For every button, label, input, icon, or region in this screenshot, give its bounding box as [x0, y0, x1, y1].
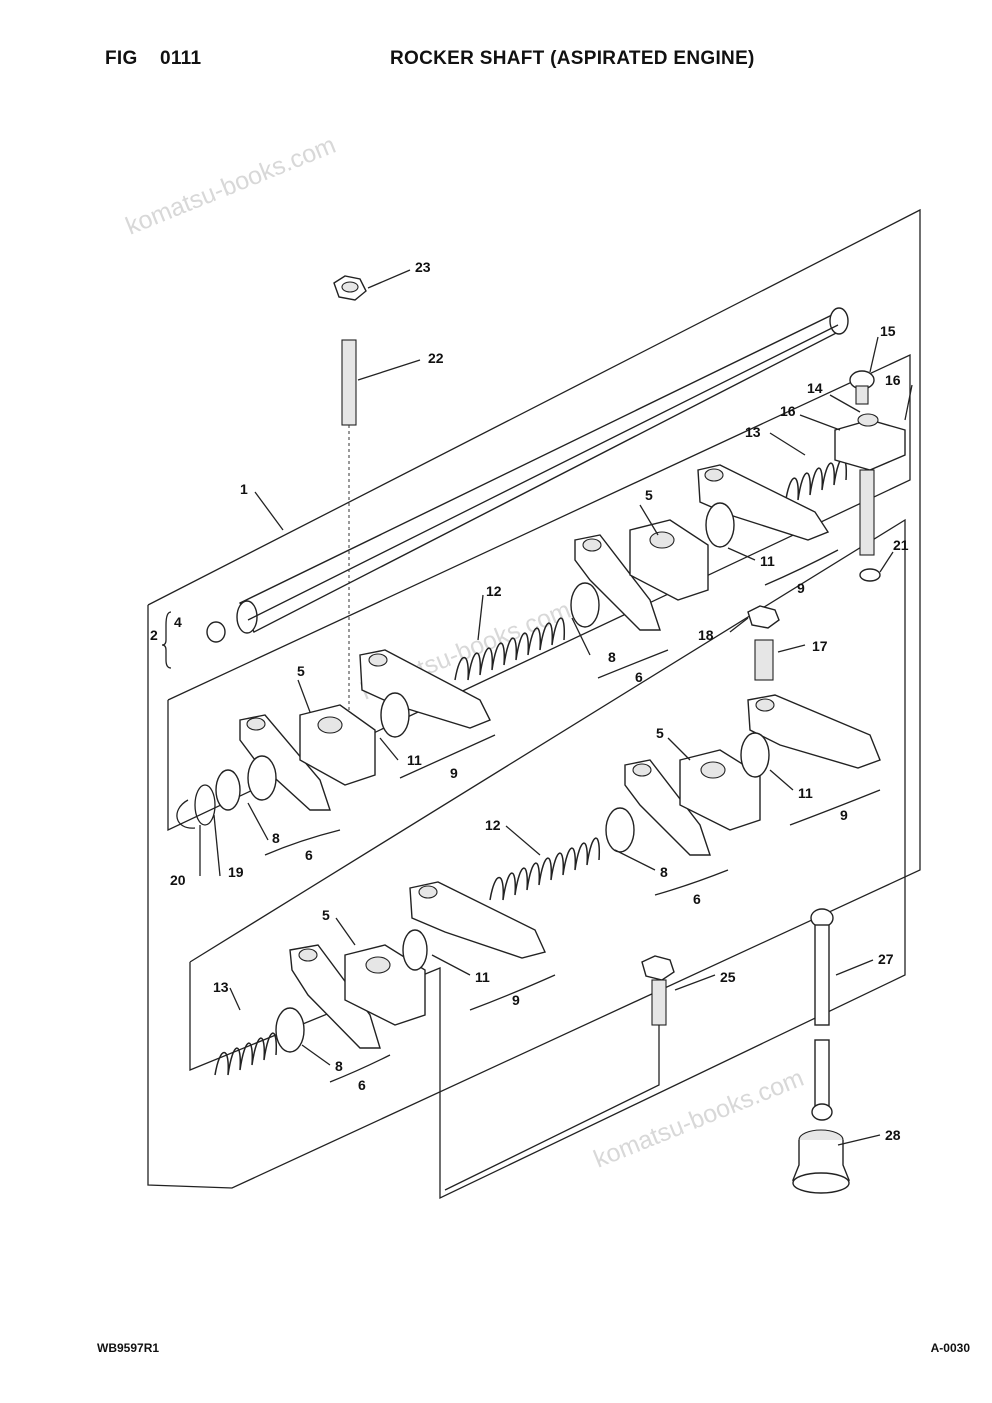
callout: 16: [780, 403, 796, 419]
callout: 8: [608, 649, 616, 665]
callout: 15: [880, 323, 896, 339]
callout: 2: [150, 627, 158, 643]
spring-upper: [454, 617, 566, 681]
callout: 27: [878, 951, 894, 967]
callout: 5: [645, 487, 653, 503]
callout: 6: [305, 847, 313, 863]
flange-bolt: [444, 955, 675, 1191]
callout: 9: [512, 992, 520, 1008]
rocker-shaft: [236, 307, 849, 634]
screw: [849, 370, 875, 405]
frame-upper: [167, 353, 911, 832]
leader-lines: [199, 269, 913, 1146]
rocker-arm: [359, 649, 491, 729]
callout: 9: [450, 765, 458, 781]
callout: 5: [656, 725, 664, 741]
callout: 11: [475, 969, 490, 985]
callout: 9: [840, 807, 848, 823]
callout: 17: [812, 638, 828, 654]
bushing: [275, 929, 428, 1053]
rocker-arm: [409, 881, 546, 959]
rocker-arm: [624, 759, 711, 856]
callout: 19: [228, 864, 244, 880]
callout: 28: [885, 1127, 901, 1143]
watermark: komatsu-books.com: [590, 1064, 808, 1174]
figure-label: FIG: [105, 48, 138, 69]
callout: 5: [297, 663, 305, 679]
figure-number: 0111: [160, 48, 202, 69]
frame-outer: [147, 208, 921, 1189]
frame-lower: [189, 518, 906, 1200]
rocker-arm: [697, 464, 830, 541]
callout: 14: [807, 380, 823, 396]
watermark: komatsu-books.com: [122, 131, 340, 241]
document-code: WB9597R1: [97, 1341, 160, 1355]
bushing: [605, 732, 770, 853]
callout: 8: [272, 830, 280, 846]
callout: 12: [486, 583, 502, 599]
stud: [341, 339, 357, 735]
snap-ring: [176, 784, 216, 829]
callout: 18: [698, 627, 714, 643]
callout: 5: [322, 907, 330, 923]
callout: 11: [760, 553, 775, 569]
figure-title: ROCKER SHAFT (ASPIRATED ENGINE): [390, 48, 755, 69]
callout: 23: [415, 259, 431, 275]
push-rod: [810, 908, 834, 1121]
callout: 13: [745, 424, 761, 440]
callout-numbers: 23 22 1 15 14 16 16 13 5 11 9 21 2 4 12 …: [150, 259, 909, 1143]
nut: [333, 275, 367, 301]
spring-top-right: [784, 457, 848, 506]
bushing: [215, 502, 735, 811]
adjusting-screw: [754, 639, 774, 681]
callout: 20: [170, 872, 186, 888]
rocker-arm: [574, 534, 661, 631]
callout: 12: [485, 817, 501, 833]
support-bracket: [679, 749, 761, 831]
support-bracket: [344, 944, 426, 1026]
callout: 6: [358, 1077, 366, 1093]
nut: [747, 605, 780, 629]
callout: 16: [885, 372, 901, 388]
callout: 13: [213, 979, 229, 995]
rocker-arm: [289, 944, 381, 1049]
tappet: [791, 1129, 851, 1194]
plug: [206, 621, 226, 643]
end-support: [834, 413, 906, 582]
spring-middle: [489, 837, 601, 901]
callout: 8: [660, 864, 668, 880]
callout: 6: [693, 891, 701, 907]
callout: 21: [893, 537, 909, 553]
rocker-arm: [239, 714, 331, 811]
group-brackets: [161, 549, 881, 1083]
callout: 25: [720, 969, 736, 985]
support-bracket: [629, 519, 709, 601]
spring-lower: [214, 1032, 278, 1076]
callout: 6: [635, 669, 643, 685]
support-bracket: [299, 704, 376, 786]
callout: 9: [797, 580, 805, 596]
callout: 4: [174, 614, 182, 630]
callout: 22: [428, 350, 444, 366]
page-code: A-0030: [930, 1341, 970, 1355]
callout: 11: [798, 785, 813, 801]
callout: 1: [240, 481, 248, 497]
callout: 11: [407, 752, 422, 768]
callout: 8: [335, 1058, 343, 1074]
